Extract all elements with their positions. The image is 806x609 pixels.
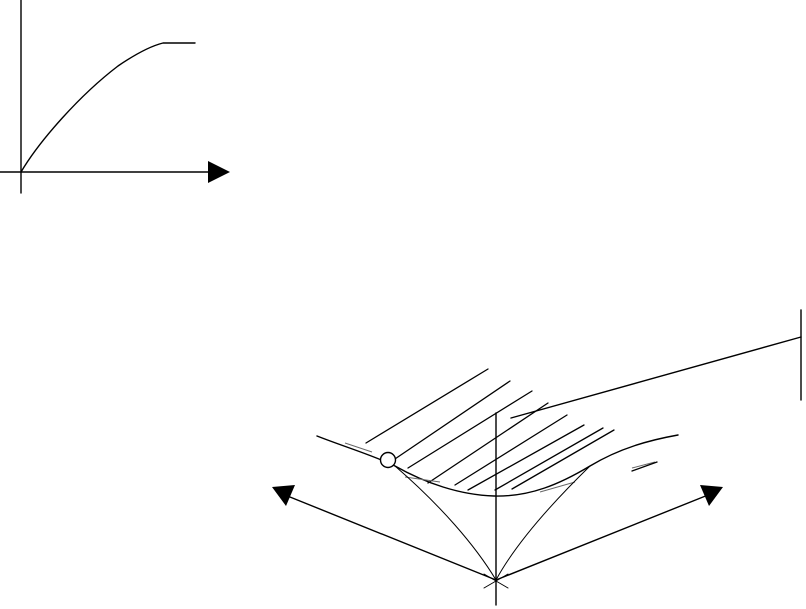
marked-point-marker (379, 451, 397, 469)
rim-shading-mark (404, 476, 441, 483)
hatch-line (511, 429, 615, 490)
surface-upper-curve (316, 434, 679, 497)
rim-shading-mark (631, 461, 656, 469)
hatch-line (494, 427, 604, 491)
hatch-line (454, 414, 568, 486)
hatch-line (427, 402, 549, 484)
saturation-curve-panel (0, 0, 230, 194)
leader-line (510, 336, 802, 419)
hatch-line (467, 424, 585, 491)
rim-shading-mark (539, 481, 576, 493)
surface-hatching (365, 368, 615, 491)
surface-sketch-panel (272, 309, 802, 606)
right-axis-line (495, 494, 709, 581)
right-axis-arrowhead (700, 485, 723, 506)
cusp-right-curve (495, 465, 591, 581)
origin-tick (483, 573, 509, 589)
saturation-curve (20, 42, 196, 173)
left-axis-line (284, 494, 497, 581)
x-axis-arrowhead (208, 161, 230, 183)
hatch-line (365, 368, 489, 444)
hatch-accent (631, 461, 658, 472)
hatch-line (388, 380, 511, 464)
left-axis-arrowhead (272, 485, 295, 506)
hatch-line (407, 390, 533, 469)
cusp-left-curve (394, 465, 497, 581)
rim-shading-mark (344, 442, 373, 453)
